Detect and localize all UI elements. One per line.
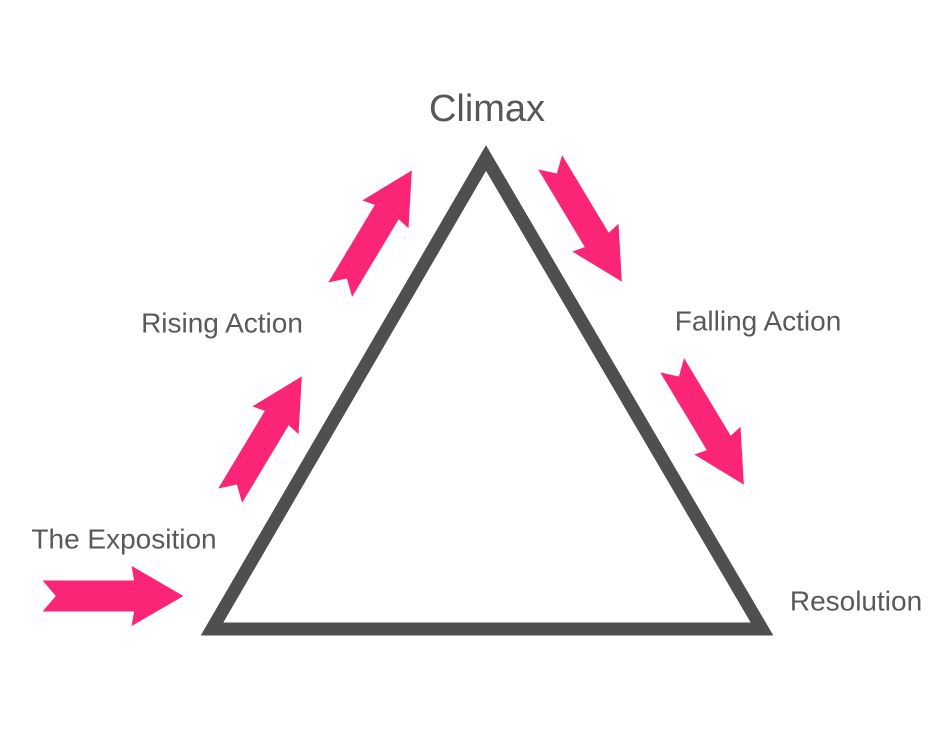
- falling-action-label: Falling Action: [674, 305, 842, 337]
- pyramid-triangle: [200, 145, 774, 636]
- rising-arrow-lower-icon: [207, 362, 325, 510]
- exposition-label: The Exposition: [31, 523, 217, 555]
- exposition-arrow-icon: [42, 565, 184, 627]
- falling-arrow-upper-icon: [527, 148, 645, 296]
- resolution-label: Resolution: [789, 585, 923, 617]
- rising-action-label: Rising Action: [141, 307, 303, 339]
- climax-label: Climax: [428, 88, 546, 131]
